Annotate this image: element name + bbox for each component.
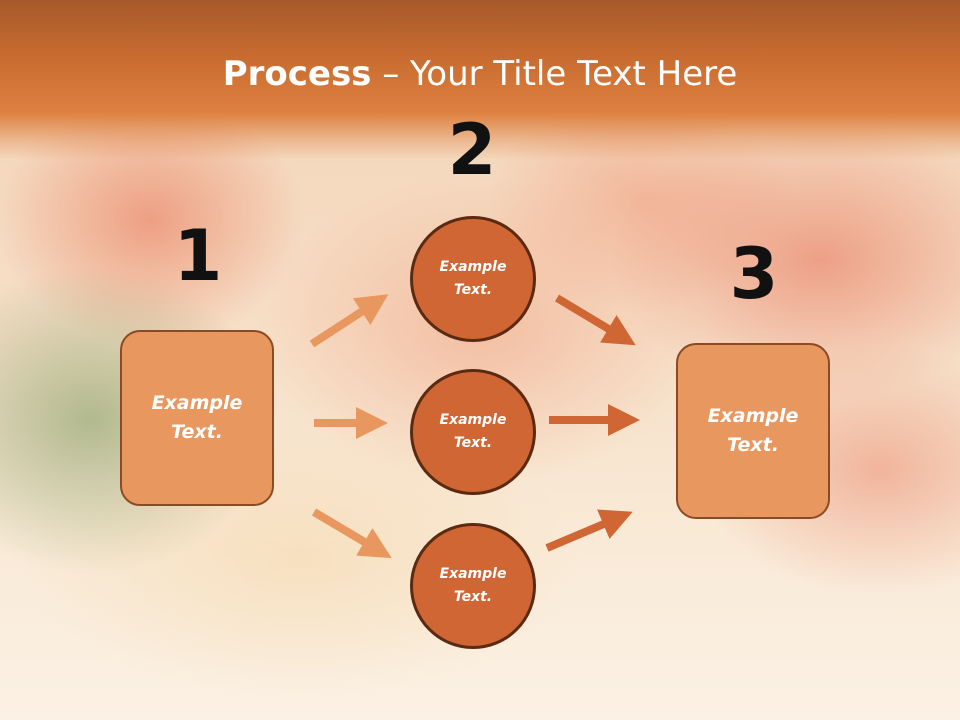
circle-3[interactable]: Example Text. — [410, 523, 536, 649]
circle-1-text: Example Text. — [439, 259, 507, 298]
step-number-3: 3 — [729, 233, 779, 315]
circle-2[interactable]: Example Text. — [410, 369, 536, 495]
circle-1[interactable]: Example Text. — [410, 216, 536, 342]
right-box-text: Example Text. — [707, 405, 799, 456]
arrow-to-circle-1 — [309, 294, 389, 348]
arrow-to-circle-3 — [311, 508, 392, 559]
right-box[interactable]: Example Text. — [676, 343, 830, 519]
title-rest: – Your Title Text Here — [371, 54, 738, 94]
arrow-from-circle-1 — [554, 294, 636, 346]
slide-title[interactable]: Process – Your Title Text Here — [0, 52, 960, 96]
step-number-2: 2 — [447, 109, 497, 191]
step-number-1: 1 — [173, 215, 223, 297]
left-box-text: Example Text. — [151, 392, 243, 443]
left-box[interactable]: Example Text. — [120, 330, 274, 506]
title-bold: Process — [222, 54, 372, 94]
arrow-from-circle-3 — [545, 509, 633, 552]
circle-2-text: Example Text. — [439, 412, 507, 451]
title-band — [0, 0, 960, 160]
circle-3-text: Example Text. — [439, 566, 507, 605]
